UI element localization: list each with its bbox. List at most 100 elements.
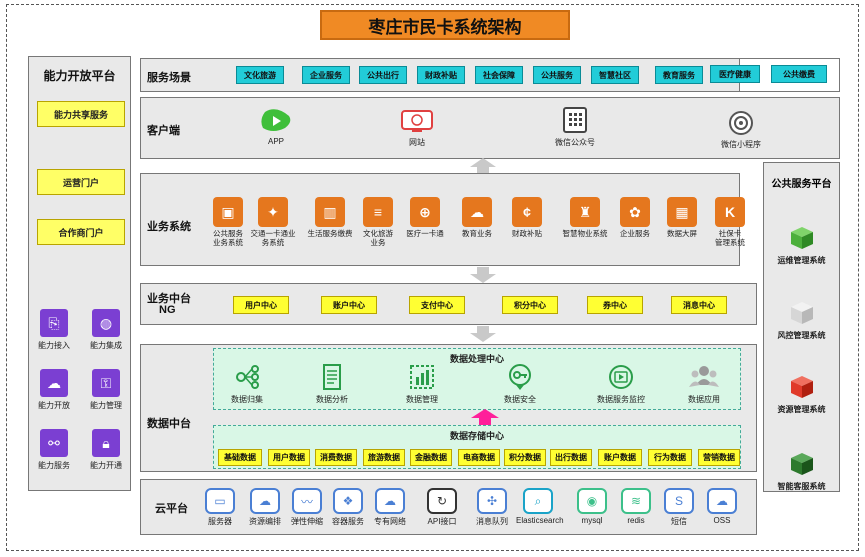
client-mini-program-label: 微信小程序 (721, 140, 761, 149)
business-system-label: 交通一卡通业 务系统 (250, 229, 296, 247)
data-application[interactable]: 数据应用 (674, 363, 734, 405)
storage-chip[interactable]: 金融数据 (410, 449, 452, 466)
storage-chip[interactable]: 行为数据 (648, 449, 692, 466)
business-system-icon: ✦ (258, 197, 288, 227)
client-app[interactable]: APP (236, 108, 316, 146)
partner-portal-button[interactable]: 合作商门户 (37, 219, 125, 245)
cloud-service-label: mysql (581, 516, 603, 525)
middle-chip[interactable]: 账户中心 (321, 296, 377, 314)
cloud-service-item[interactable]: ⌕Elasticsearch (516, 488, 564, 525)
scenario-chip[interactable]: 文化旅游 (236, 66, 284, 84)
ability-service[interactable]: ⚯ 能力服务 (29, 429, 79, 471)
scenario-chip[interactable]: 社会保障 (475, 66, 523, 84)
storage-chip[interactable]: 用户数据 (268, 449, 310, 466)
cloud-service-icon: 〰 (292, 488, 322, 514)
smart-customer-service-label: 智能客服系统 (777, 482, 826, 491)
website-icon (400, 108, 434, 134)
scenario-chip[interactable]: 智慧社区 (591, 66, 639, 84)
scenario-chip[interactable]: 公共服务 (533, 66, 581, 84)
middle-chip[interactable]: 券中心 (587, 296, 643, 314)
business-system-item[interactable]: ¢财政补贴 (502, 197, 552, 238)
scenario-chip[interactable]: 公共出行 (359, 66, 407, 84)
cloud-service-item[interactable]: ≋redis (614, 488, 658, 525)
data-analysis[interactable]: 数据分析 (302, 363, 362, 405)
business-system-item[interactable]: ♜智慧物业系统 (560, 197, 610, 238)
ability-activation-label: 能力开通 (90, 461, 122, 470)
data-manage[interactable]: 数据管理 (392, 363, 452, 405)
cloud-service-icon: ⌕ (523, 488, 553, 514)
client-mini-program[interactable]: 微信小程序 (701, 110, 781, 150)
storage-chip[interactable]: 营销数据 (698, 449, 740, 466)
cloud-service-item[interactable]: ↻API接口 (420, 488, 464, 527)
business-system-item[interactable]: ▥生活服务缴费 (305, 197, 355, 238)
business-system-item[interactable]: ▣公共服务 业务系统 (203, 197, 253, 247)
ability-management[interactable]: ⚿ 能力管理 (81, 369, 131, 411)
scenario-chip[interactable]: 企业服务 (302, 66, 350, 84)
business-system-item[interactable]: ☁ 教育业务 (452, 197, 502, 238)
users-icon (674, 363, 734, 391)
storage-chip[interactable]: 电商数据 (458, 449, 500, 466)
middle-chip[interactable]: 用户中心 (233, 296, 289, 314)
client-website[interactable]: 网站 (377, 108, 457, 148)
data-security-label: 数据安全 (504, 395, 536, 404)
storage-chip[interactable]: 积分数据 (504, 449, 546, 466)
ability-access[interactable]: ⎘ 能力接入 (29, 309, 79, 351)
middle-chip[interactable]: 消息中心 (671, 296, 727, 314)
data-collect[interactable]: 数据归集 (217, 363, 277, 405)
scenario-chip[interactable]: 教育服务 (655, 66, 703, 84)
client-wechat-official[interactable]: 微信公众号 (535, 106, 615, 148)
ability-open[interactable]: ☁ 能力开放 (29, 369, 79, 411)
business-system-item[interactable]: ≡文化旅游 业务 (353, 197, 403, 247)
data-platform-label: 数据中台 (147, 418, 191, 430)
storage-chip[interactable]: 旅游数据 (363, 449, 405, 466)
cloud-service-icon: ☁ (375, 488, 405, 514)
cloud-service-item[interactable]: ◉mysql (570, 488, 614, 525)
cloud-service-item[interactable]: 〰弹性伸缩 (285, 488, 329, 527)
cloud-service-item[interactable]: ❖容器服务 (326, 488, 370, 527)
storage-chip[interactable]: 消费数据 (315, 449, 357, 466)
operation-portal-button[interactable]: 运营门户 (37, 169, 125, 195)
smart-customer-service-system[interactable]: 智能客服系统 (764, 451, 839, 492)
cloud-service-item[interactable]: ✣消息队列 (470, 488, 514, 527)
ability-activation[interactable]: 🔒︎ 能力开通 (81, 429, 131, 471)
middle-chip[interactable]: 积分中心 (502, 296, 558, 314)
cloud-service-item[interactable]: ▭服务器 (198, 488, 242, 527)
scenario-chip[interactable]: 公共缴费 (771, 65, 827, 83)
cloud-service-item[interactable]: ☁专有网络 (368, 488, 412, 527)
business-system-label: 教育业务 (462, 229, 492, 238)
client-label: 客户端 (147, 125, 180, 137)
business-system-icon: ☁ (462, 197, 492, 227)
data-security[interactable]: 数据安全 (490, 363, 550, 405)
business-system-item[interactable]: ✦ 交通一卡通业 务系统 (248, 197, 298, 247)
risk-control-system[interactable]: 风控管理系统 (764, 300, 839, 341)
cloud-service-icon: ☁ (250, 488, 280, 514)
cloud-service-item[interactable]: ☁OSS (700, 488, 744, 525)
storage-chip[interactable]: 基础数据 (218, 449, 262, 466)
ops-management-system[interactable]: 运维管理系统 (764, 225, 839, 266)
business-system-icon: ♜ (570, 197, 600, 227)
business-system-item[interactable]: ✿企业服务 (610, 197, 660, 238)
client-website-label: 网站 (409, 138, 425, 147)
service-scenarios-layer: 服务场景 文化旅游 企业服务 公共出行 财政补贴 社会保障 公共服务 智慧社区 … (140, 58, 740, 92)
business-system-icon: ▦ (667, 197, 697, 227)
resource-management-system[interactable]: 资源管理系统 (764, 374, 839, 415)
data-service-monitor[interactable]: 数据服务监控 (584, 363, 658, 405)
diagram-frame (6, 4, 859, 551)
scenario-chip[interactable]: 医疗健康 (710, 65, 760, 83)
ability-integration[interactable]: ◍ 能力集成 (81, 309, 131, 351)
storage-chip[interactable]: 出行数据 (550, 449, 592, 466)
up-arrow-icon (470, 158, 496, 179)
storage-chip[interactable]: 账户数据 (598, 449, 642, 466)
ability-service-label: 能力服务 (38, 461, 70, 470)
business-system-item[interactable]: ▦数据大屏 (657, 197, 707, 238)
cloud-service-item[interactable]: ☁资源编排 (243, 488, 287, 527)
scenario-chip[interactable]: 财政补贴 (417, 66, 465, 84)
business-system-label: 企业服务 (620, 229, 650, 238)
left-panel-title: 能力开放平台 (43, 69, 116, 83)
business-system-label: 财政补贴 (512, 229, 542, 238)
business-system-item[interactable]: ⊕医疗一卡通 (400, 197, 450, 238)
middle-chip[interactable]: 支付中心 (409, 296, 465, 314)
capability-share-service-button[interactable]: 能力共享服务 (37, 101, 125, 127)
